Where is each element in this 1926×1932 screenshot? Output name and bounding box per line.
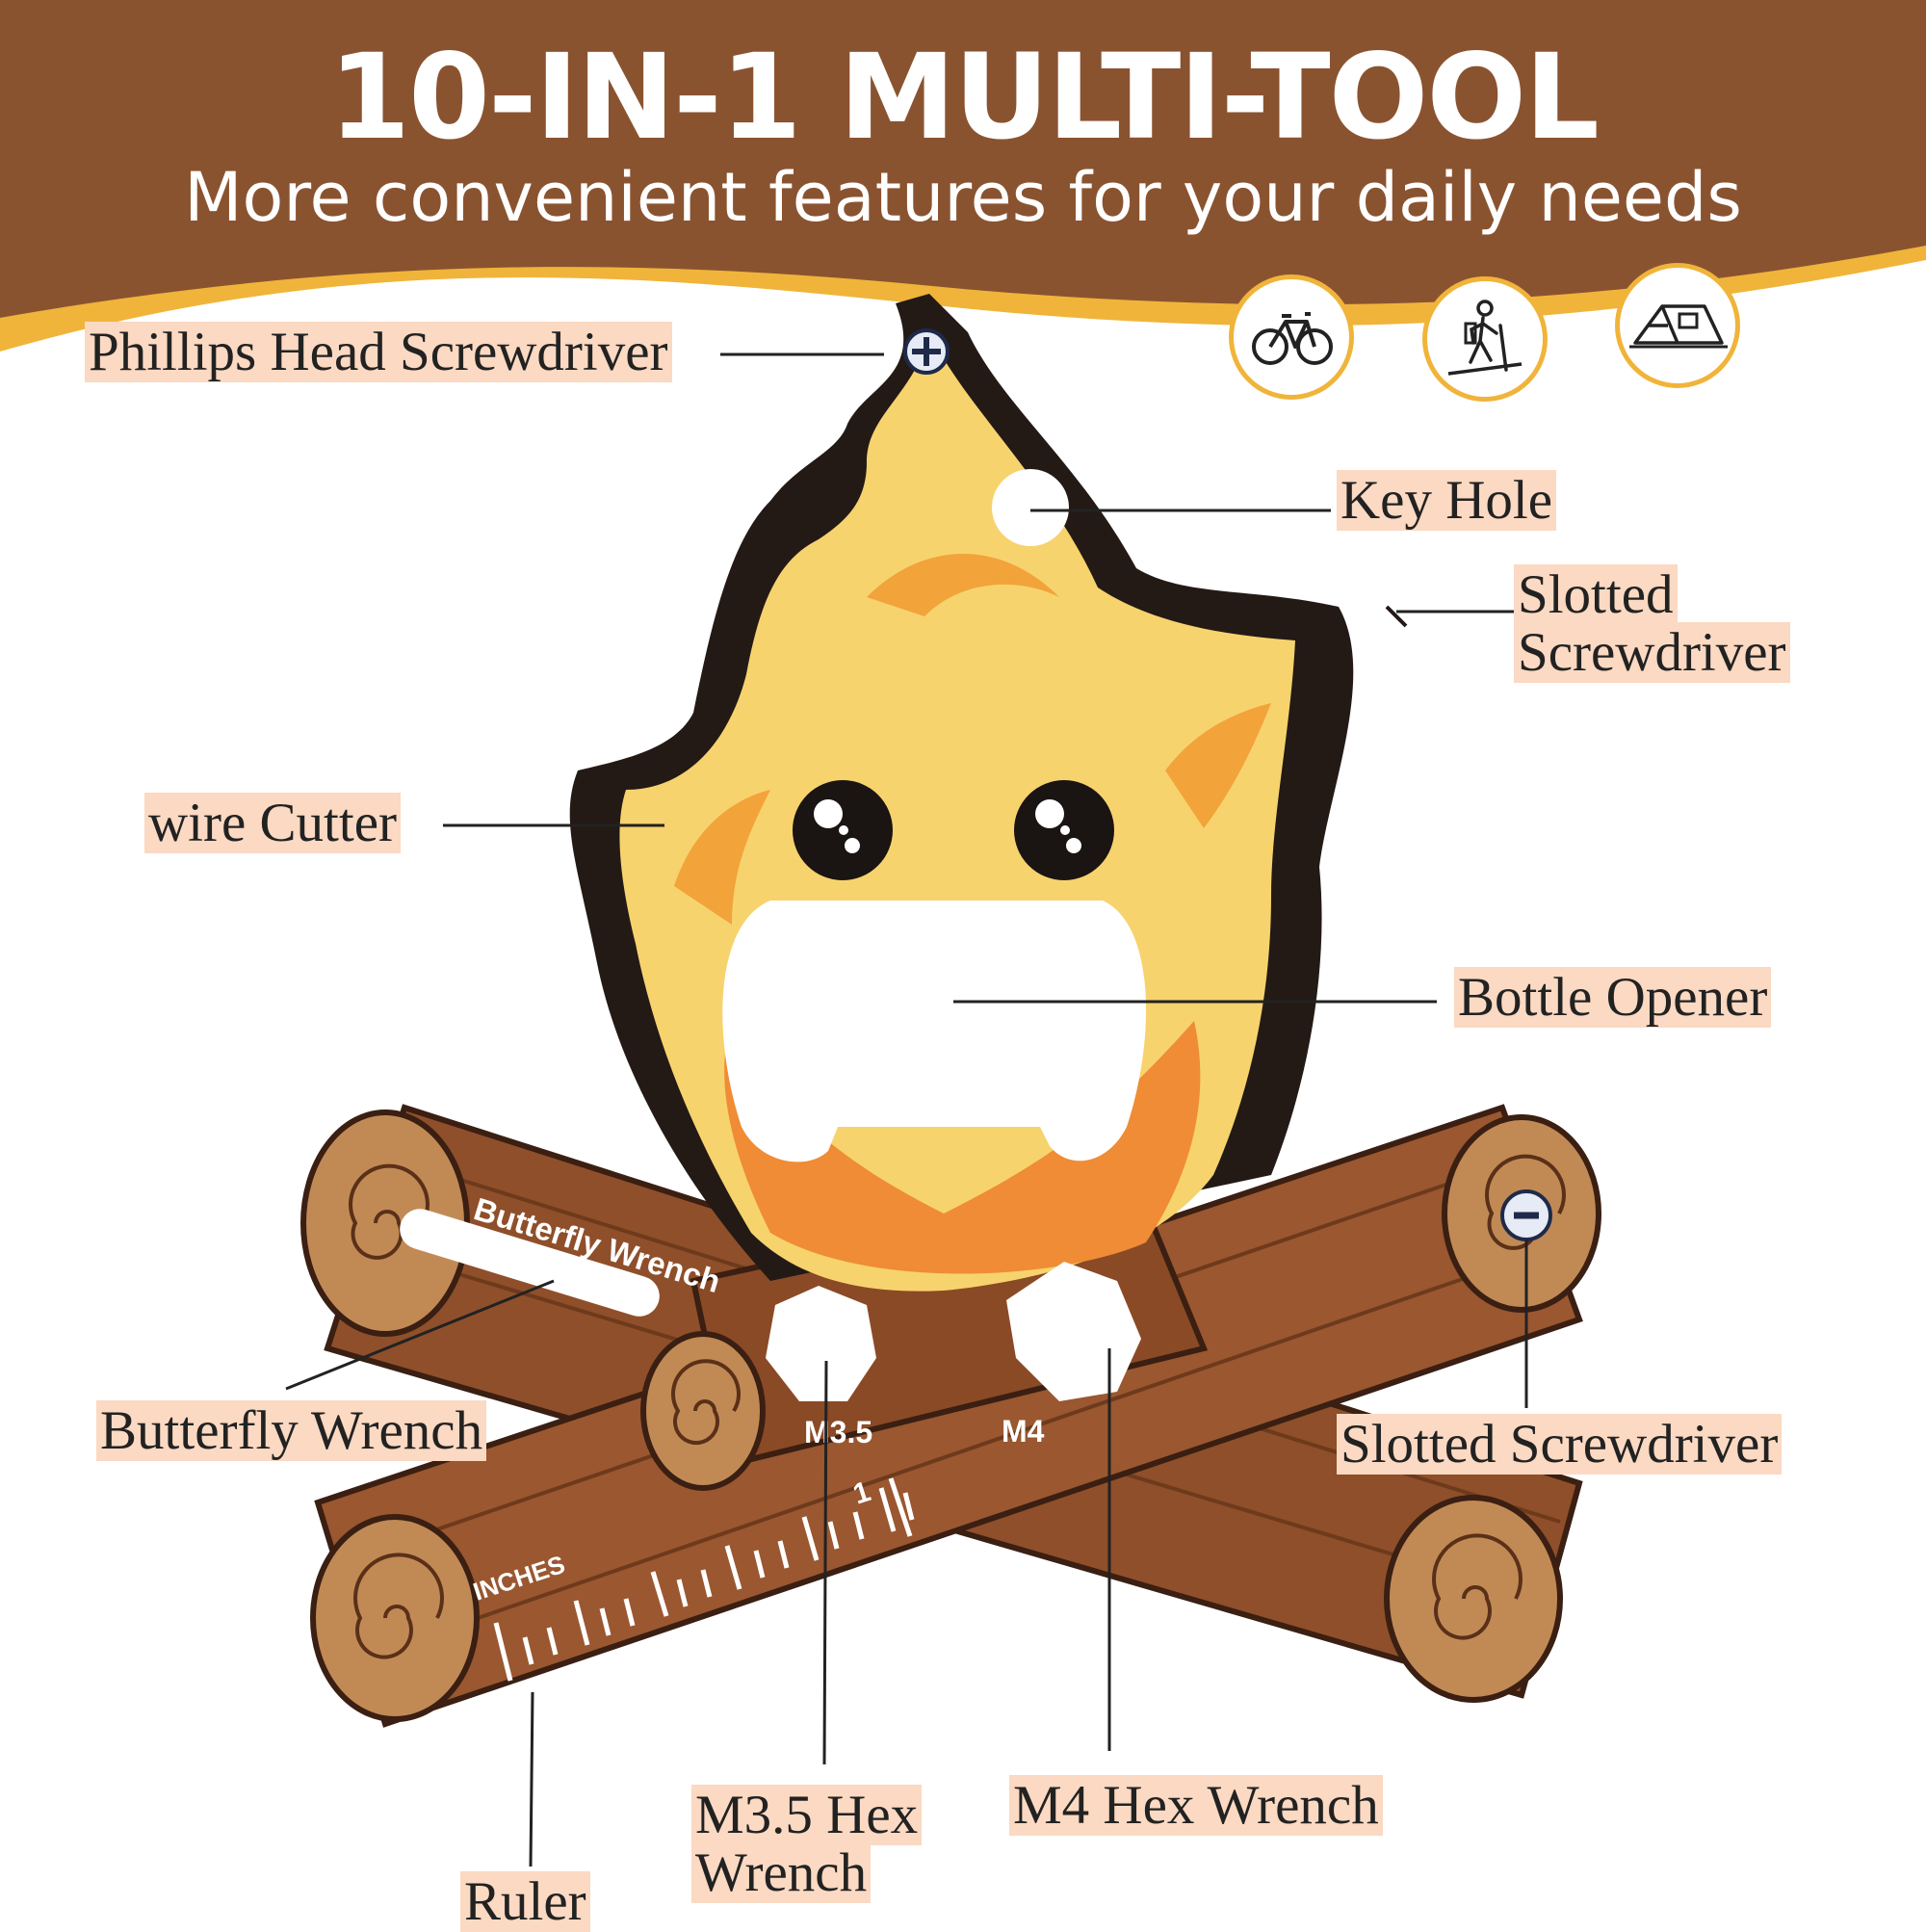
slotted-notch-icon (1385, 605, 1408, 628)
leader-ruler (529, 1691, 534, 1867)
page-title: 10-IN-1 MULTI-TOOL (328, 29, 1600, 166)
leader-lines (285, 352, 1528, 1867)
ruler-ticks (493, 1477, 915, 1682)
activity-camping (1615, 263, 1740, 388)
activity-hiking (1422, 276, 1548, 402)
callout-butterfly-wrench: Butterfly Wrench (96, 1400, 487, 1461)
log-end-left-bottom (310, 1514, 480, 1722)
leader-m35 (822, 1360, 828, 1765)
butterfly-wrench-slot (400, 1209, 660, 1317)
log-end-right-bottom (1384, 1495, 1563, 1703)
hiking-icon (1447, 300, 1523, 376)
callout-ruler: Ruler (460, 1871, 590, 1932)
callout-phillips-screwdriver: Phillips Head Screwdriver (85, 322, 672, 382)
bicycle-icon (1252, 312, 1333, 365)
tent-icon (1629, 304, 1728, 349)
m4-hex-cutout (1006, 1262, 1141, 1401)
header-background (0, 0, 1926, 318)
header-band (0, 0, 1926, 352)
right-eye-icon (1014, 780, 1114, 880)
callout-key-hole: Key Hole (1337, 470, 1557, 531)
key-hole-icon (992, 469, 1069, 546)
flame-inner-swirl (674, 554, 1271, 925)
engraving-m35: M3.5 (804, 1415, 872, 1449)
bottle-opener-cutout (722, 901, 1147, 1162)
callout-wire-cutter: wire Cutter (144, 793, 402, 853)
callout-slotted-screwdriver-bottom: Slotted Screwdriver (1337, 1414, 1783, 1475)
activity-cycling (1229, 274, 1354, 400)
engraving-m4: M4 (1002, 1414, 1045, 1449)
m35-hex-cutout (766, 1286, 876, 1401)
left-eye-icon (793, 780, 893, 880)
flame-orange-accent (724, 1021, 1201, 1274)
callout-m4-hex-wrench: M4 Hex Wrench (1009, 1775, 1383, 1836)
leader-butterfly-wrench (285, 1279, 555, 1391)
callout-bottle-opener: Bottle Opener (1454, 967, 1772, 1028)
page-subtitle: More convenient features for your daily … (184, 158, 1742, 237)
